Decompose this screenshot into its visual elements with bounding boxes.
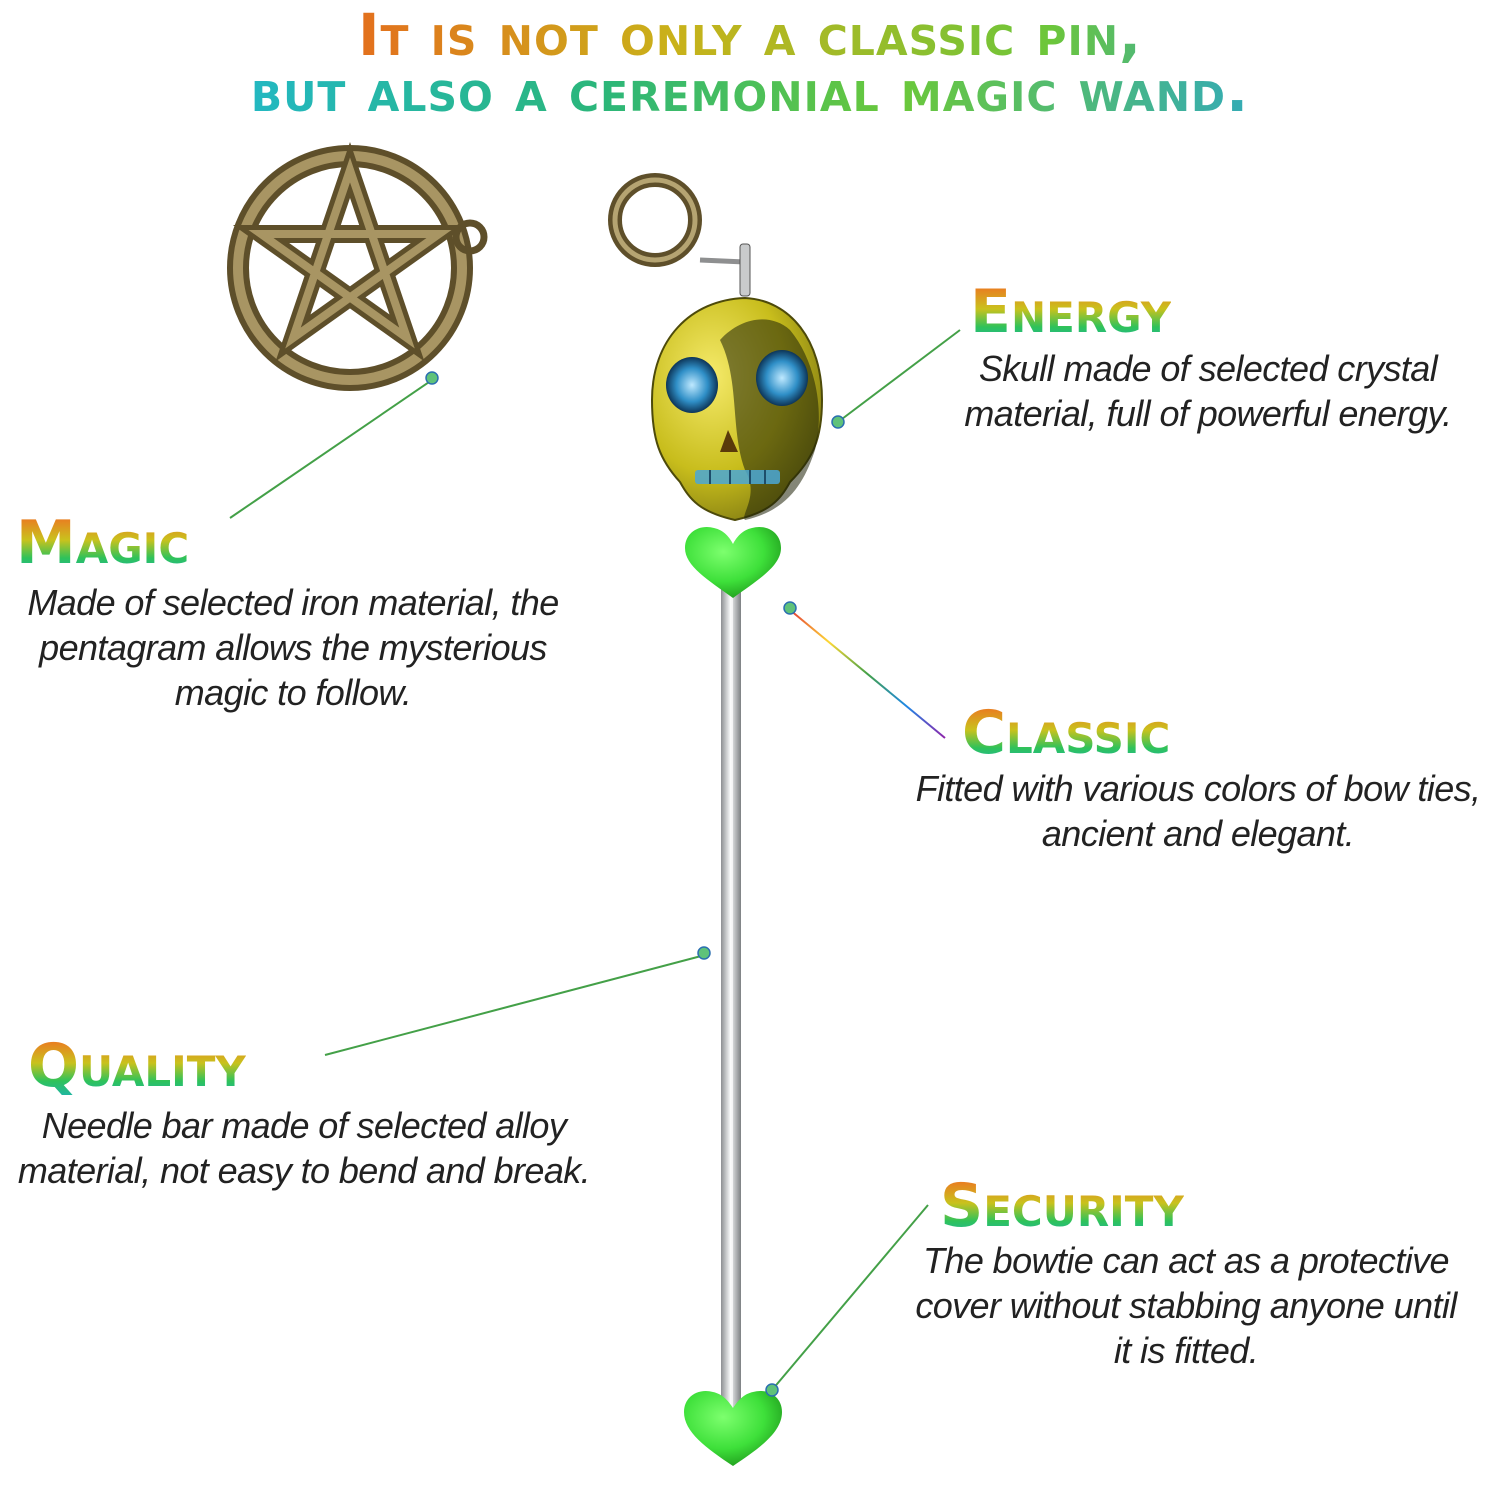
callout-lines — [229, 329, 961, 1391]
skull-bead-icon — [650, 296, 824, 522]
feature-desc-magic: Made of selected iron material, the pent… — [27, 582, 559, 713]
headline-line-1: It is not only a classic pin, — [0, 6, 1500, 64]
feature-title-classic: Classic — [962, 698, 1171, 768]
feature-desc-energy: Skull made of selected crystal material,… — [964, 348, 1452, 434]
feature-title-energy: Energy — [970, 277, 1172, 347]
feature-title-quality: Quality — [28, 1031, 246, 1101]
feature-title-security: Security — [940, 1171, 1184, 1241]
feature-desc-classic: Fitted with various colors of bow ties, … — [915, 768, 1481, 854]
top-heart-bowtie-icon — [685, 526, 781, 598]
feature-desc-security: The bowtie can act as a protective cover… — [915, 1240, 1457, 1371]
feature-desc-quality: Needle bar made of selected alloy materi… — [17, 1105, 591, 1191]
pentagram-icon — [227, 141, 751, 391]
feature-title-magic: Magic — [16, 508, 190, 578]
target-marker-icons — [425, 371, 845, 1397]
headline-line-2: but also a ceremonial magic wand. — [0, 62, 1500, 120]
bottom-heart-bowtie-icon — [684, 1390, 782, 1466]
